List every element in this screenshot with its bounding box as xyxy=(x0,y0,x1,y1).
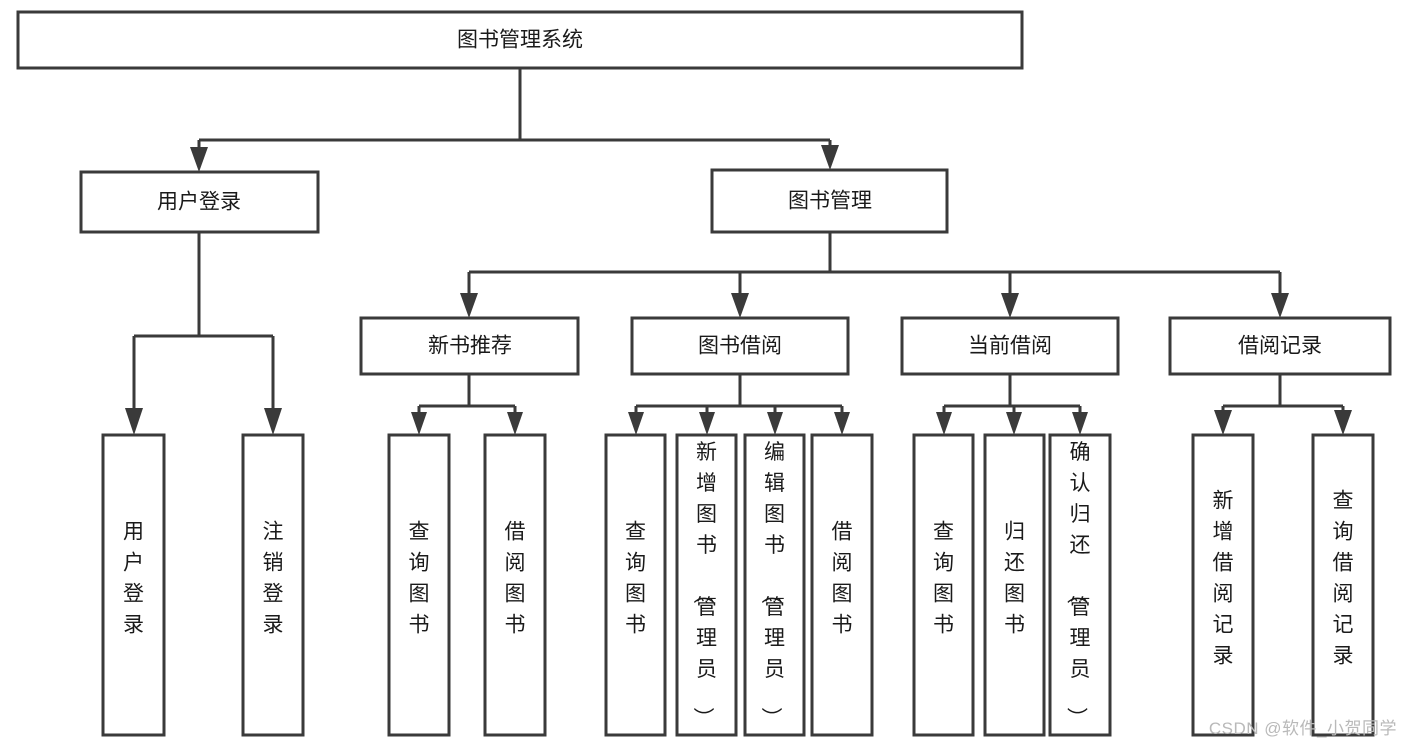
leaf-query-book-2-box[interactable] xyxy=(604,433,667,737)
leaf-confirm-return-box[interactable] xyxy=(1048,433,1112,737)
leaf-query-record-box[interactable] xyxy=(1311,433,1375,737)
connectors-borrow-record-to-leaves xyxy=(1214,374,1352,435)
arrowhead-book-mgmt xyxy=(821,145,839,170)
leaf-query-book-3-label: 查询图书 xyxy=(933,521,954,637)
node-current-borrow-box[interactable] xyxy=(900,316,1120,376)
arrowhead-current-borrow xyxy=(1001,293,1019,318)
leaf-edit-book[interactable]: 编辑图书（管理员） xyxy=(743,433,806,737)
arrowhead-borrow-record xyxy=(1271,293,1289,318)
leaf-query-book-2[interactable]: 查询图书 xyxy=(604,433,667,737)
leaf-add-record-label: 新增借阅记录 xyxy=(1213,490,1234,668)
leaf-confirm-return-label: 确认归还（管理员） xyxy=(1065,441,1091,728)
leaf-add-book-box[interactable] xyxy=(675,433,738,737)
node-book-borrow-label: 图书借阅 xyxy=(698,335,782,358)
node-book-borrow-box[interactable] xyxy=(630,316,850,376)
leaf-logout-label: 注销登录 xyxy=(263,521,284,637)
leaf-query-book-2-label: 查询图书 xyxy=(625,521,646,637)
node-borrow-record-label: 借阅记录 xyxy=(1238,335,1322,358)
leaf-borrow-book-2-label: 借阅图书 xyxy=(832,521,853,637)
node-borrow-record-box[interactable] xyxy=(1168,316,1392,376)
leaf-query-record[interactable]: 查询借阅记录 xyxy=(1311,433,1375,737)
leaf-edit-book-label: 编辑图书（管理员） xyxy=(759,441,785,728)
arrowhead-leaf-borrow-book-2 xyxy=(834,412,850,435)
node-root-box[interactable] xyxy=(16,10,1024,70)
leaf-user-login-box[interactable] xyxy=(101,433,166,737)
arrowhead-leaf-add-record xyxy=(1214,410,1232,435)
arrowhead-leaf-add-book xyxy=(699,412,715,435)
arrowhead-user-login xyxy=(190,147,208,172)
arrowhead-leaf-edit-book xyxy=(767,412,783,435)
node-book-mgmt-box[interactable] xyxy=(710,168,949,234)
connectors-new-book-rec-to-leaves xyxy=(411,374,523,435)
arrowhead-leaf-query-book-1 xyxy=(411,412,427,435)
leaf-logout-box[interactable] xyxy=(241,433,305,737)
connectors-book-mgmt-to-level3 xyxy=(460,232,1289,318)
leaf-query-book-3[interactable]: 查询图书 xyxy=(912,433,975,737)
connectors-user-login-to-leaves xyxy=(125,232,282,435)
node-root[interactable]: 图书管理系统 xyxy=(16,10,1024,70)
node-borrow-record[interactable]: 借阅记录 xyxy=(1168,316,1392,376)
leaf-query-book-1[interactable]: 查询图书 xyxy=(387,433,451,737)
node-user-login-box[interactable] xyxy=(79,170,320,234)
node-current-borrow-label: 当前借阅 xyxy=(968,335,1052,358)
leaf-borrow-book-1[interactable]: 借阅图书 xyxy=(483,433,547,737)
node-new-book-rec-box[interactable] xyxy=(359,316,580,376)
node-user-login-label: 用户登录 xyxy=(157,191,241,214)
node-root-label: 图书管理系统 xyxy=(457,29,583,52)
leaf-add-book-label: 新增图书（管理员） xyxy=(691,441,717,728)
arrowhead-leaf-query-record xyxy=(1334,410,1352,435)
node-new-book-rec[interactable]: 新书推荐 xyxy=(359,316,580,376)
leaf-query-book-1-box[interactable] xyxy=(387,433,451,737)
node-book-mgmt[interactable]: 图书管理 xyxy=(710,168,949,234)
leaf-add-record-box[interactable] xyxy=(1191,433,1255,737)
leaf-confirm-return[interactable]: 确认归还（管理员） xyxy=(1048,433,1112,737)
leaf-edit-book-box[interactable] xyxy=(743,433,806,737)
arrowhead-leaf-return-book xyxy=(1006,412,1022,435)
leaf-query-book-1-label: 查询图书 xyxy=(409,521,430,637)
arrowhead-leaf-query-book-2 xyxy=(628,412,644,435)
arrowhead-leaf-user-login xyxy=(125,408,143,435)
leaf-user-login-label: 用户登录 xyxy=(123,521,144,637)
node-book-mgmt-label: 图书管理 xyxy=(788,190,872,213)
leaf-borrow-book-1-box[interactable] xyxy=(483,433,547,737)
arrowhead-leaf-query-book-3 xyxy=(936,412,952,435)
leaf-return-book-box[interactable] xyxy=(983,433,1046,737)
connectors-book-borrow-to-leaves xyxy=(628,374,850,435)
leaf-borrow-book-1-label: 借阅图书 xyxy=(505,521,526,637)
node-book-borrow[interactable]: 图书借阅 xyxy=(630,316,850,376)
arrowhead-new-book-rec xyxy=(460,293,478,318)
leaf-add-record[interactable]: 新增借阅记录 xyxy=(1191,433,1255,737)
node-new-book-rec-label: 新书推荐 xyxy=(428,335,512,358)
leaf-query-record-label: 查询借阅记录 xyxy=(1333,490,1354,668)
arrowhead-book-borrow xyxy=(731,293,749,318)
arrowhead-leaf-logout xyxy=(264,408,282,435)
connectors-root-to-level2 xyxy=(190,68,839,172)
connectors-current-borrow-to-leaves xyxy=(936,374,1088,435)
leaf-logout[interactable]: 注销登录 xyxy=(241,433,305,737)
leaf-query-book-3-box[interactable] xyxy=(912,433,975,737)
leaf-return-book[interactable]: 归还图书 xyxy=(983,433,1046,737)
leaf-borrow-book-2-box[interactable] xyxy=(810,433,874,737)
node-user-login[interactable]: 用户登录 xyxy=(79,170,320,234)
node-current-borrow[interactable]: 当前借阅 xyxy=(900,316,1120,376)
leaf-add-book[interactable]: 新增图书（管理员） xyxy=(675,433,738,737)
leaf-borrow-book-2[interactable]: 借阅图书 xyxy=(810,433,874,737)
arrowhead-leaf-confirm-return xyxy=(1072,412,1088,435)
leaf-return-book-label: 归还图书 xyxy=(1004,521,1025,637)
leaf-nodes-layer: 用户登录 注销登录 查询图书 借阅图书 查询图书 新增图书（管理员） 编辑图书（管理员） 借阅… xyxy=(101,433,1375,737)
leaf-user-login[interactable]: 用户登录 xyxy=(101,433,166,737)
arrowhead-leaf-borrow-book-1 xyxy=(507,412,523,435)
